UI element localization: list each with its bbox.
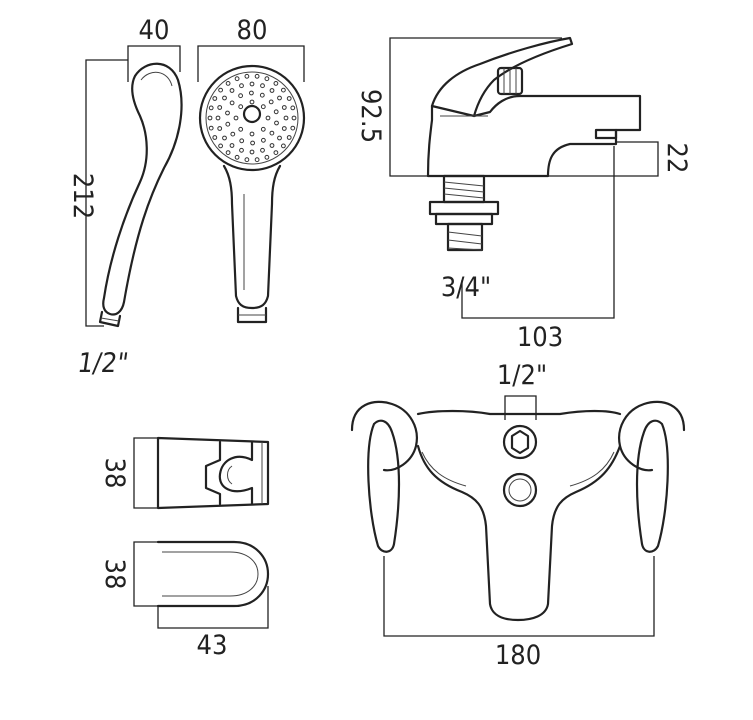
- spray-hole: [234, 76, 240, 82]
- spray-hole: [238, 93, 244, 99]
- spray-hole: [244, 73, 250, 79]
- spray-hole: [239, 138, 245, 144]
- spray-hole: [238, 126, 244, 132]
- spray-hole: [212, 135, 218, 140]
- spray-hole: [273, 81, 279, 86]
- spray-hole: [286, 96, 292, 101]
- spray-hole: [281, 126, 287, 131]
- hand-head-label: 80: [237, 15, 268, 46]
- spray-hole: [264, 154, 270, 160]
- wall-bracket-top-view: [133, 540, 270, 629]
- spray-hole: [215, 115, 221, 121]
- spray-hole: [290, 105, 296, 111]
- spray-hole: [265, 115, 271, 121]
- spray-hole: [217, 105, 223, 110]
- spray-hole: [259, 92, 265, 98]
- spray-holes: [207, 73, 297, 163]
- bath-mixer-front-view: [350, 395, 686, 637]
- spray-hole: [250, 140, 256, 146]
- spray-hole: [277, 135, 282, 141]
- spray-hole: [225, 150, 231, 156]
- tap-thread-label: 3/4": [441, 272, 491, 303]
- spray-hole: [268, 99, 274, 105]
- spray-hole: [217, 126, 223, 131]
- spray-hole: [286, 135, 292, 140]
- spray-hole: [261, 137, 266, 143]
- spray-hole: [207, 115, 213, 121]
- spray-hole: [283, 115, 289, 121]
- spray-hole: [254, 73, 260, 79]
- hand-thread-label: 1/2": [76, 348, 131, 379]
- spray-hole: [249, 90, 254, 96]
- spray-hole: [208, 125, 214, 131]
- spray-hole: [249, 149, 255, 155]
- spray-hole: [269, 143, 275, 148]
- spray-hole: [281, 105, 287, 110]
- spray-hole: [229, 143, 235, 148]
- spray-hole: [260, 126, 266, 132]
- wall-bracket-front-view: [133, 436, 270, 510]
- spray-hole: [222, 95, 227, 101]
- bracket-height-b-label: 38: [99, 559, 130, 590]
- spray-hole: [281, 143, 286, 149]
- hand-shower-front-view: [197, 45, 306, 324]
- spray-hole: [238, 104, 244, 110]
- spray-hole: [225, 81, 231, 86]
- spray-hole: [260, 104, 266, 110]
- spray-hole: [249, 99, 255, 105]
- spray-hole: [281, 87, 286, 93]
- spray-hole: [212, 96, 218, 101]
- spray-hole: [269, 130, 275, 136]
- spray-hole: [291, 115, 297, 121]
- spray-hole: [218, 87, 224, 93]
- spray-hole: [234, 154, 240, 160]
- bath-tap-side-view: [389, 36, 659, 319]
- spray-hole: [264, 76, 270, 82]
- spray-hole: [273, 150, 279, 156]
- spray-hole: [274, 120, 279, 126]
- spray-hole: [260, 147, 265, 153]
- spray-hole: [239, 147, 244, 153]
- spray-hole: [218, 143, 224, 149]
- tap-spout-label: 22: [661, 143, 692, 174]
- bracket-height-a-label: 38: [99, 458, 130, 489]
- spray-hole: [244, 157, 250, 163]
- spray-hole: [249, 131, 255, 137]
- spray-hole: [233, 115, 239, 121]
- mixer-thread-label: 1/2": [497, 360, 547, 391]
- spray-hole: [229, 88, 235, 93]
- tap-reach-label: 103: [517, 322, 563, 353]
- spray-hole: [239, 83, 244, 89]
- spray-hole: [254, 157, 260, 163]
- spray-hole: [229, 100, 235, 106]
- spray-hole: [225, 110, 230, 116]
- spray-hole: [249, 81, 255, 87]
- spray-hole: [273, 109, 279, 115]
- bracket-depth-label: 43: [197, 630, 228, 661]
- spray-hole: [222, 135, 227, 141]
- spray-hole: [277, 95, 282, 101]
- spray-hole: [208, 105, 214, 111]
- hand-width-label: 40: [139, 15, 170, 46]
- mixer-centres-label: 180: [495, 640, 541, 671]
- spray-hole: [260, 83, 265, 89]
- spray-hole: [225, 121, 231, 127]
- spray-hole: [269, 88, 275, 93]
- spray-hole: [230, 131, 236, 137]
- hand-shower-side-view: [85, 45, 183, 328]
- hand-length-label: 212: [67, 173, 98, 219]
- spray-hole: [290, 125, 296, 131]
- tap-height-label: 92.5: [355, 89, 386, 143]
